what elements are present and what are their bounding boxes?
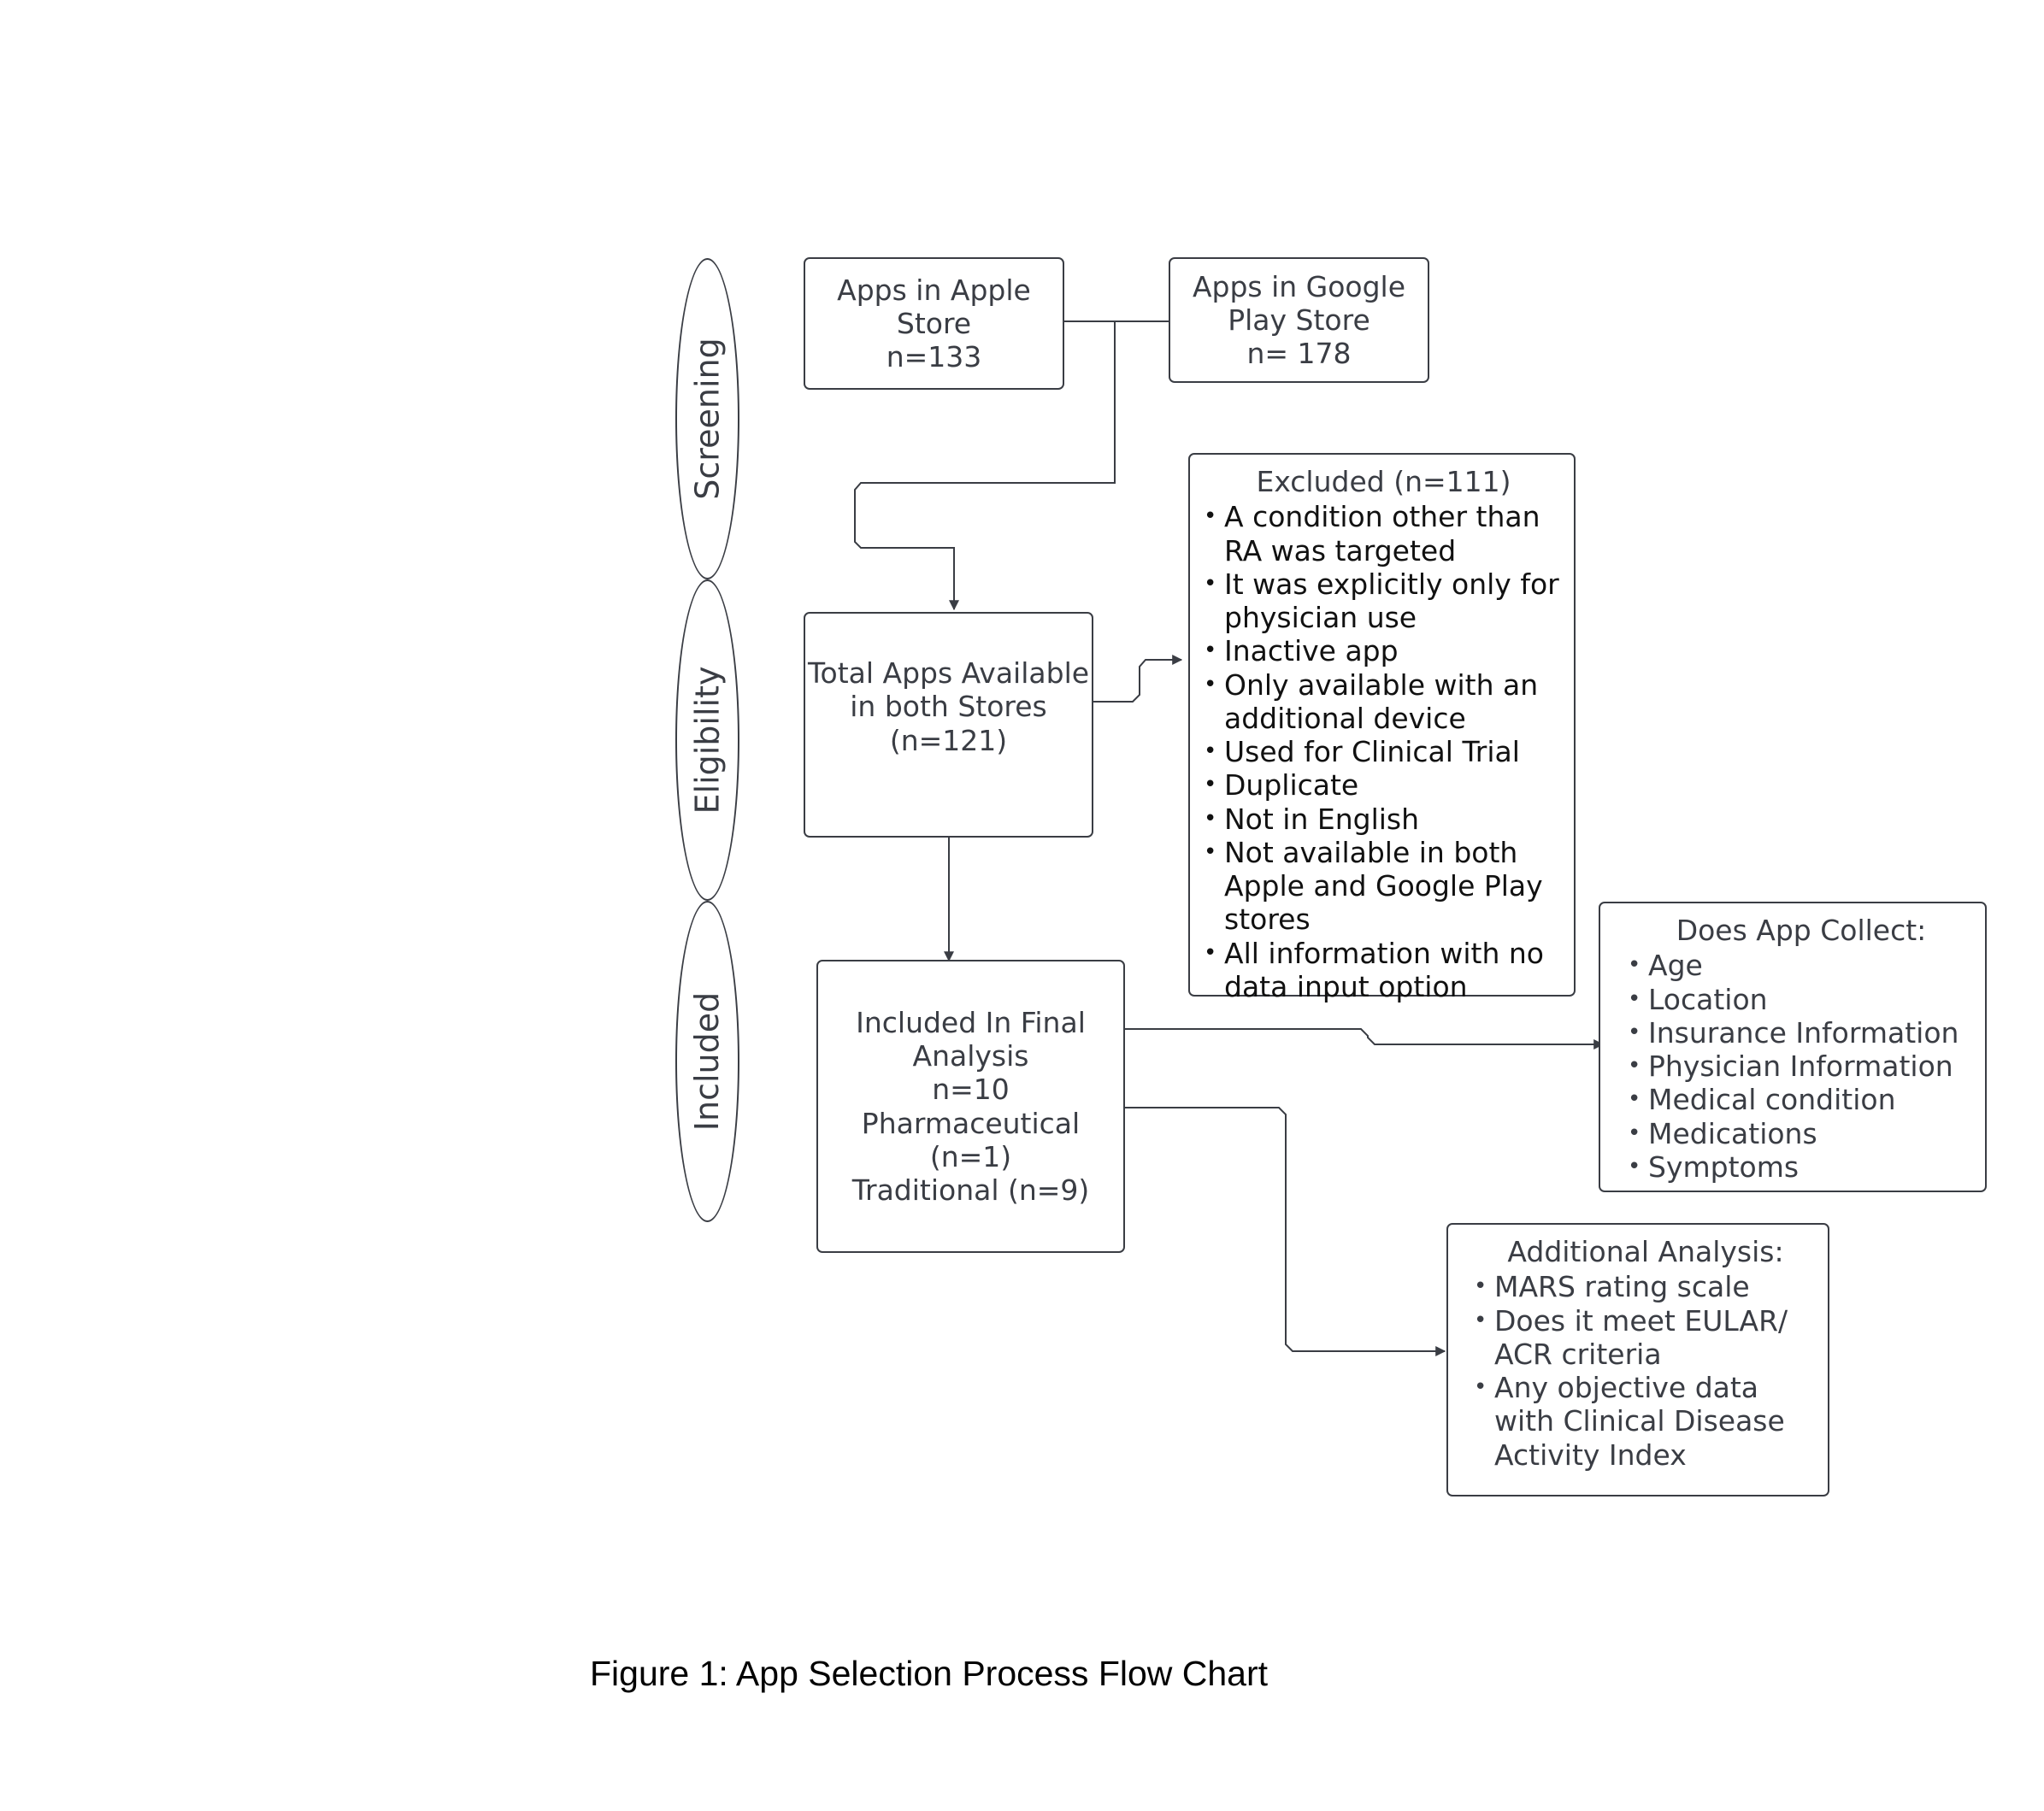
apple-store-line2: Store (896, 306, 972, 340)
stage-eligibility: Eligibility (675, 579, 739, 901)
google-store-line2: Play Store (1228, 303, 1370, 337)
stage-screening: Screening (675, 258, 739, 579)
stage-eligibility-label: Eligibility (688, 666, 727, 814)
google-store-count: n= 178 (1246, 337, 1352, 371)
apple-store-line1: Apps in Apple (837, 273, 1031, 307)
included-box: Included In Final Analysis n=10 Pharmace… (816, 960, 1125, 1253)
total-available-line2: in both Stores (850, 690, 1047, 724)
apple-store-count: n=133 (886, 340, 982, 374)
additional-list: MARS rating scale Does it meet EULAR/ AC… (1472, 1270, 1819, 1472)
total-available-count: (n=121) (889, 723, 1008, 757)
list-item: Not available in both Apple and Google P… (1202, 836, 1565, 937)
list-item: Duplicate (1202, 768, 1565, 802)
collect-box: Does App Collect: Age Location Insurance… (1599, 902, 1987, 1192)
included-line5: (n=1) (929, 1139, 1012, 1173)
figure-caption: Figure 1: App Selection Process Flow Cha… (590, 1654, 1269, 1693)
excluded-list: A condition other than RA was targeted I… (1202, 500, 1565, 1003)
stage-included-label: Included (688, 991, 727, 1132)
list-item: It was explicitly only for physician use (1202, 567, 1565, 635)
included-line4: Pharmaceutical (861, 1106, 1081, 1140)
collect-title: Does App Collect: (1676, 914, 1927, 947)
list-item: Inactive app (1202, 634, 1565, 667)
apple-store-box: Apps in Apple Store n=133 (804, 257, 1064, 390)
list-item: Physician Information (1626, 1050, 1976, 1083)
total-available-box: Total Apps Available in both Stores (n=1… (804, 612, 1093, 838)
connector-to-collect (1125, 1028, 1605, 1050)
included-line6: Traditional (n=9) (851, 1173, 1090, 1208)
list-item: Location (1626, 983, 1976, 1016)
included-line2: Analysis (912, 1038, 1029, 1073)
list-item: Does it meet EULAR/ ACR criteria (1472, 1304, 1819, 1372)
list-item: A condition other than RA was targeted (1202, 500, 1565, 567)
included-count: n=10 (932, 1073, 1010, 1107)
list-item: MARS rating scale (1472, 1270, 1819, 1303)
list-item: Medications (1626, 1117, 1976, 1150)
connector-stores-down (854, 321, 1116, 611)
list-item: All information with no data input optio… (1202, 937, 1565, 1004)
included-line1: Included In Final (856, 1005, 1086, 1039)
google-store-box: Apps in Google Play Store n= 178 (1169, 257, 1429, 383)
list-item: Symptoms (1626, 1150, 1976, 1184)
additional-box: Additional Analysis: MARS rating scale D… (1446, 1223, 1829, 1496)
list-item: Any objective data with Clinical Disease… (1472, 1371, 1819, 1472)
list-item: Insurance Information (1626, 1016, 1976, 1050)
additional-title: Additional Analysis: (1507, 1235, 1784, 1268)
list-item: Not in English (1202, 803, 1565, 836)
list-item: Medical condition (1626, 1083, 1976, 1116)
total-available-line1: Total Apps Available (807, 656, 1090, 690)
excluded-box: Excluded (n=111) A condition other than … (1188, 453, 1576, 1003)
google-store-line1: Apps in Google (1192, 269, 1406, 303)
collect-list: Age Location Insurance Information Physi… (1626, 949, 1976, 1184)
stage-screening-label: Screening (688, 338, 727, 500)
excluded-title: Excluded (n=111) (1256, 465, 1511, 498)
list-item: Only available with an additional device (1202, 668, 1565, 736)
list-item: Used for Clinical Trial (1202, 735, 1565, 768)
stage-included: Included (675, 901, 739, 1222)
connector-to-additional (1125, 1107, 1446, 1356)
list-item: Age (1626, 949, 1976, 982)
connector-to-excluded (1093, 655, 1183, 703)
